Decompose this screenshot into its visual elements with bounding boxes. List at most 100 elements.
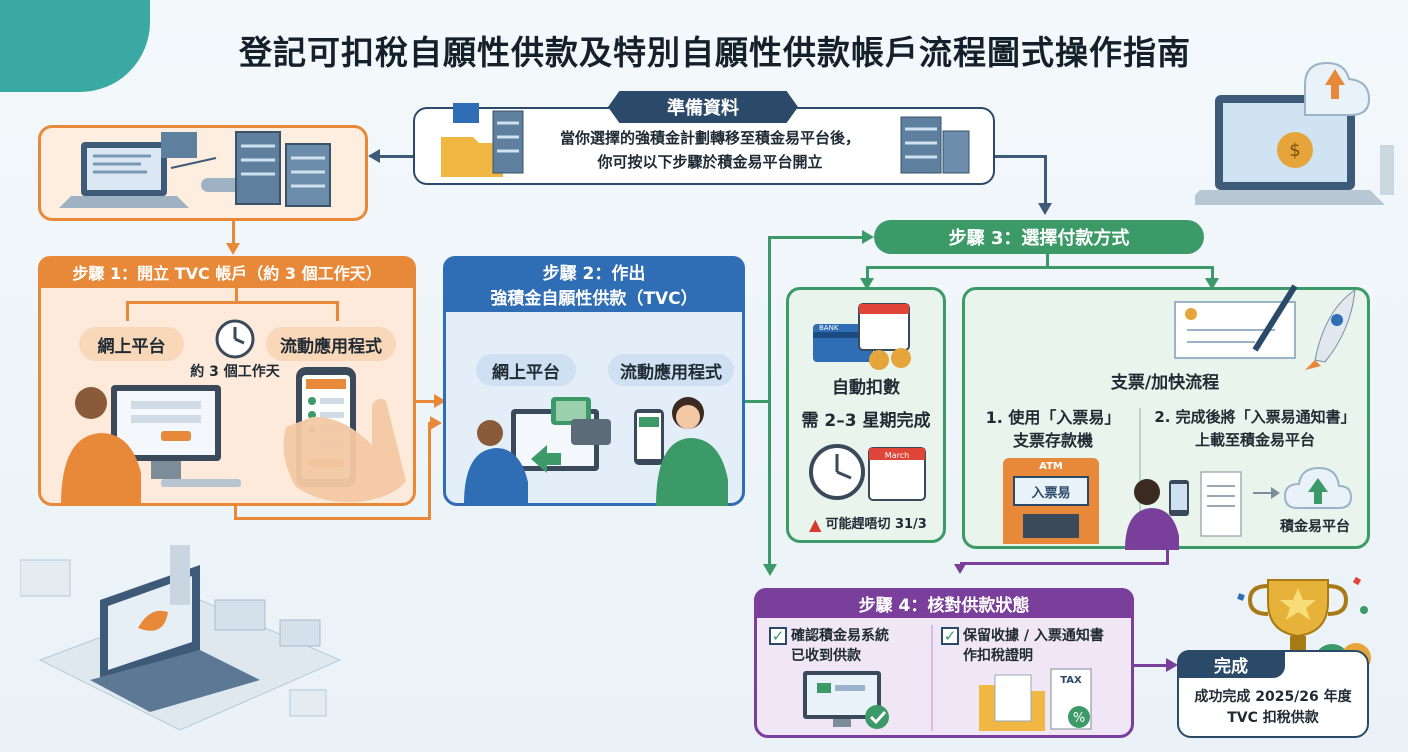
- step2-card: 步驟 2：作出 強積金自願性供款（TVC） 網上平台 流動應用程式: [443, 256, 745, 506]
- connector-to-step3: [768, 236, 868, 239]
- cheque-title: 支票/加快流程: [1110, 373, 1220, 393]
- step1-app-pill: 流動應用程式: [266, 327, 396, 361]
- connector-step2-right: [745, 400, 770, 403]
- cheque-item2-line2: 上載至積金易平台: [1194, 431, 1315, 449]
- step4-card: 步驟 4：核對供款狀態 ✓ 確認積金易系統 已收到供款 ✓ 保留收據 / 入票通…: [754, 588, 1134, 738]
- step1-split-right: [336, 301, 339, 321]
- loop-bottom: [234, 517, 430, 520]
- cheque-down-line: [1166, 549, 1169, 565]
- step3-split-v: [1046, 254, 1049, 268]
- upload-arrow: [1253, 492, 1273, 494]
- step1-days: 約 3 個工作天: [190, 364, 280, 380]
- top-left-illustration-box: [38, 125, 368, 221]
- arrow-prep-down-head: [1038, 203, 1052, 215]
- card-calendar-coins-icon: BANK: [813, 303, 911, 370]
- upload-arrow-head: [1271, 487, 1280, 499]
- cheque-to-step4-head: [954, 564, 966, 574]
- svg-text:%: %: [1073, 711, 1085, 726]
- woman-phone-illustration: [634, 397, 728, 506]
- clock-calendar-icon: March: [809, 444, 926, 501]
- cheque-item2-line1: 2. 完成後將「入票易通知書」: [1154, 408, 1356, 426]
- prep-header: 準備資料: [608, 91, 798, 123]
- servers-icon: [900, 116, 970, 174]
- check2-line1: 保留收據 / 入票通知書: [963, 628, 1104, 644]
- arrow-step1-step2: [416, 400, 440, 403]
- atm-machine-icon: ATM 入票易: [1003, 458, 1099, 544]
- cheque-pen-rocket-icon: [1174, 284, 1356, 370]
- step3-split-right: [1211, 266, 1214, 280]
- check1-line1: 確認積金易系統: [791, 628, 889, 644]
- step1-online-pill: 網上平台: [79, 327, 184, 361]
- check1-line2: 已收到供款: [791, 648, 861, 664]
- done-header: 完成: [1177, 650, 1285, 678]
- auto-debit-card: BANK 自動扣數 需 2–3 星期完成 March ▲ 可能趕唔切 31/3: [786, 287, 946, 543]
- step2-header-line1: 步驟 2：作出: [542, 264, 646, 284]
- check2-checkbox-icon: ✓: [941, 627, 959, 645]
- done-card: 完成 成功完成 2025/26 年度 TVC 扣稅供款: [1177, 650, 1369, 738]
- arrow-prep-down: [1044, 155, 1047, 205]
- connector-vertical: [768, 236, 771, 566]
- done-line2: TVC 扣稅供款: [1227, 710, 1319, 726]
- page-title: 登記可扣稅自願性供款及特別自願性供款帳戶流程圖式操作指南: [239, 33, 1191, 72]
- arrow-prep-right: [995, 155, 1047, 158]
- atm-slot: [1023, 514, 1079, 538]
- arrow-topleft-down-head: [226, 243, 240, 255]
- cheque-divider: [1139, 408, 1141, 538]
- step1-split-v: [235, 288, 238, 302]
- person-wallet-illustration: [464, 397, 611, 504]
- step2-online-pill: 網上平台: [476, 354, 576, 386]
- cheque-card: 支票/加快流程 1. 使用「入票易」 支票存款機 2. 完成後將「入票易通知書」…: [962, 284, 1370, 550]
- arrow-prep-left: [380, 155, 413, 158]
- prep-text-2: 你可按以下步驟於積金易平台開立: [597, 153, 823, 171]
- auto-debit-warning-text: 可能趕唔切 31/3: [825, 516, 927, 532]
- atm-screen-label: 入票易: [1013, 476, 1089, 506]
- clock-icon: [215, 319, 255, 359]
- loop-up: [428, 422, 431, 520]
- tax-label: TAX: [1060, 675, 1082, 686]
- step3-header: 步驟 3：選擇付款方式: [874, 220, 1204, 254]
- arrow-prep-left-head: [368, 149, 380, 163]
- step4-divider: [931, 625, 933, 731]
- auto-debit-time: 需 2–3 星期完成: [801, 411, 931, 431]
- hand-phone-illustration: [283, 367, 406, 503]
- step1-card: 步驟 1：開立 TVC 帳戶（約 3 個工作天） 網上平台 流動應用程式 約 3…: [38, 256, 416, 506]
- step1-split-h: [126, 301, 338, 304]
- cloud-upload-icon: [1283, 466, 1353, 509]
- computer-servers-illustration: [59, 131, 331, 208]
- step3-split-h: [866, 266, 1214, 269]
- folder-server-icon: [441, 103, 524, 177]
- laptop-cloud-illustration: $: [1195, 61, 1394, 205]
- atm-top-label: ATM: [1039, 461, 1063, 472]
- cheque-to-step4-line: [960, 562, 1169, 565]
- arrow-topleft-down: [232, 221, 235, 245]
- person-computer-illustration: [61, 385, 241, 505]
- auto-debit-warning: ▲ 可能趕唔切 31/3: [793, 515, 943, 536]
- check1-checkbox-icon: ✓: [769, 627, 787, 645]
- svg-text:$: $: [1289, 140, 1300, 161]
- step4-header: 步驟 4：核對供款狀態: [754, 588, 1134, 618]
- connector-to-step4-head: [763, 564, 777, 576]
- arrow-step4-done: [1134, 664, 1170, 667]
- step2-app-pill: 流動應用程式: [608, 354, 734, 386]
- cheque-item1-line2: 支票存款機: [1012, 431, 1093, 450]
- check2-line2: 作扣稅證明: [963, 648, 1033, 664]
- loop-head: [430, 416, 442, 430]
- loop-down: [234, 506, 237, 520]
- person-receipt-illustration: [1125, 471, 1242, 550]
- auto-debit-title: 自動扣數: [832, 378, 900, 398]
- connector-to-step3-head: [862, 230, 874, 244]
- calendar-label: March: [885, 451, 909, 460]
- step2-header: 步驟 2：作出 強積金自願性供款（TVC）: [443, 256, 745, 312]
- arrow-step4-done-head: [1166, 658, 1178, 672]
- monitor-check-icon: [803, 671, 889, 729]
- warning-icon: ▲: [809, 515, 822, 534]
- done-line1: 成功完成 2025/26 年度: [1194, 689, 1352, 705]
- step3-split-left: [866, 266, 869, 280]
- platform-label: 積金易平台: [1280, 519, 1350, 535]
- folder-tax-icon: TAX %: [979, 668, 1092, 731]
- corner-accent: [0, 0, 150, 92]
- step2-header-line2: 強積金自願性供款（TVC）: [490, 289, 698, 309]
- cheque-item1-line1: 1. 使用「入票易」: [985, 408, 1121, 427]
- bank-label: BANK: [819, 324, 839, 332]
- prep-text-1: 當你選擇的強積金計劃轉移至積金易平台後，: [559, 129, 860, 147]
